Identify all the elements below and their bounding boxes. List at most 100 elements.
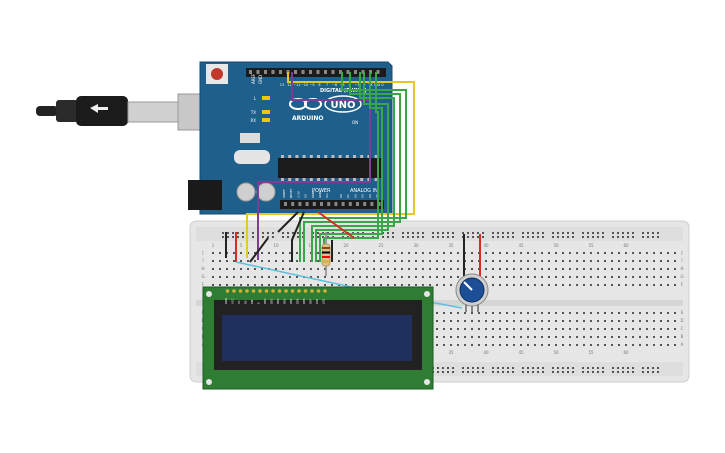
breadboard-hole[interactable] — [462, 371, 464, 373]
breadboard-hole[interactable] — [262, 236, 264, 238]
breadboard-hole[interactable] — [617, 232, 619, 234]
breadboard-hole[interactable] — [652, 232, 654, 234]
breadboard-hole[interactable] — [572, 236, 574, 238]
potentiometer[interactable] — [455, 273, 489, 312]
breadboard-hole[interactable] — [567, 367, 569, 369]
breadboard-hole[interactable] — [625, 344, 627, 346]
breadboard-hole[interactable] — [232, 236, 234, 238]
breadboard-hole[interactable] — [268, 252, 270, 254]
breadboard-hole[interactable] — [513, 252, 515, 254]
breadboard-hole[interactable] — [527, 336, 529, 338]
breadboard-hole[interactable] — [612, 371, 614, 373]
breadboard-hole[interactable] — [485, 268, 487, 270]
breadboard-hole[interactable] — [632, 371, 634, 373]
breadboard-hole[interactable] — [576, 260, 578, 262]
breadboard-hole[interactable] — [450, 344, 452, 346]
breadboard-hole[interactable] — [352, 284, 354, 286]
breadboard-hole[interactable] — [219, 260, 221, 262]
breadboard-hole[interactable] — [499, 344, 501, 346]
breadboard-hole[interactable] — [401, 276, 403, 278]
breadboard-hole[interactable] — [532, 367, 534, 369]
breadboard-hole[interactable] — [576, 268, 578, 270]
breadboard-hole[interactable] — [457, 276, 459, 278]
breadboard-hole[interactable] — [597, 252, 599, 254]
breadboard-hole[interactable] — [442, 236, 444, 238]
breadboard-hole[interactable] — [590, 344, 592, 346]
breadboard-hole[interactable] — [597, 284, 599, 286]
breadboard-hole[interactable] — [660, 276, 662, 278]
breadboard-hole[interactable] — [555, 344, 557, 346]
breadboard-hole[interactable] — [632, 260, 634, 262]
breadboard-hole[interactable] — [289, 268, 291, 270]
breadboard-hole[interactable] — [464, 344, 466, 346]
header-pin[interactable] — [341, 202, 345, 206]
breadboard-hole[interactable] — [452, 371, 454, 373]
breadboard-hole[interactable] — [562, 260, 564, 262]
header-pin[interactable] — [284, 202, 287, 206]
breadboard-hole[interactable] — [667, 252, 669, 254]
wire-black-gnd-2[interactable] — [291, 211, 305, 262]
breadboard-hole[interactable] — [436, 268, 438, 270]
wire-yellow-5v[interactable] — [246, 72, 415, 258]
breadboard-hole[interactable] — [387, 236, 389, 238]
breadboard-hole[interactable] — [492, 276, 494, 278]
header-pin[interactable] — [354, 70, 357, 74]
breadboard-hole[interactable] — [275, 260, 277, 262]
breadboard-hole[interactable] — [429, 252, 431, 254]
breadboard-hole[interactable] — [590, 252, 592, 254]
breadboard-hole[interactable] — [412, 232, 414, 234]
breadboard-hole[interactable] — [583, 320, 585, 322]
breadboard-hole[interactable] — [527, 320, 529, 322]
header-pin[interactable] — [249, 70, 252, 74]
breadboard-hole[interactable] — [422, 268, 424, 270]
breadboard-hole[interactable] — [567, 232, 569, 234]
breadboard-hole[interactable] — [310, 268, 312, 270]
breadboard-hole[interactable] — [499, 268, 501, 270]
breadboard-hole[interactable] — [604, 336, 606, 338]
breadboard-hole[interactable] — [482, 236, 484, 238]
breadboard-hole[interactable] — [562, 232, 564, 234]
breadboard-hole[interactable] — [555, 252, 557, 254]
breadboard-hole[interactable] — [632, 268, 634, 270]
breadboard-hole[interactable] — [590, 260, 592, 262]
breadboard-hole[interactable] — [392, 232, 394, 234]
breadboard-hole[interactable] — [562, 268, 564, 270]
breadboard-hole[interactable] — [618, 312, 620, 314]
breadboard-hole[interactable] — [303, 268, 305, 270]
breadboard-hole[interactable] — [219, 276, 221, 278]
breadboard-hole[interactable] — [502, 236, 504, 238]
breadboard-hole[interactable] — [520, 268, 522, 270]
breadboard-hole[interactable] — [497, 236, 499, 238]
breadboard-hole[interactable] — [436, 312, 438, 314]
breadboard-hole[interactable] — [261, 276, 263, 278]
breadboard-hole[interactable] — [240, 268, 242, 270]
breadboard-hole[interactable] — [653, 344, 655, 346]
breadboard-hole[interactable] — [317, 232, 319, 234]
breadboard-hole[interactable] — [432, 232, 434, 234]
breadboard-hole[interactable] — [443, 320, 445, 322]
breadboard-hole[interactable] — [639, 344, 641, 346]
breadboard-hole[interactable] — [472, 236, 474, 238]
breadboard-hole[interactable] — [415, 268, 417, 270]
breadboard-hole[interactable] — [604, 252, 606, 254]
breadboard-hole[interactable] — [471, 260, 473, 262]
breadboard-hole[interactable] — [513, 312, 515, 314]
breadboard-hole[interactable] — [542, 232, 544, 234]
breadboard-hole[interactable] — [492, 344, 494, 346]
breadboard-hole[interactable] — [492, 268, 494, 270]
breadboard-hole[interactable] — [464, 312, 466, 314]
breadboard-hole[interactable] — [417, 236, 419, 238]
breadboard-hole[interactable] — [590, 276, 592, 278]
lcd-pin[interactable] — [251, 289, 256, 293]
breadboard-hole[interactable] — [247, 284, 249, 286]
breadboard-hole[interactable] — [513, 320, 515, 322]
breadboard-hole[interactable] — [541, 276, 543, 278]
lcd-pin[interactable] — [264, 289, 269, 293]
arduino-uno-board[interactable]: L TX RX ON DIGITAL (PWM~) ARDUINO UNO PO… — [188, 61, 393, 215]
breadboard-hole[interactable] — [452, 236, 454, 238]
breadboard-hole[interactable] — [653, 328, 655, 330]
breadboard-hole[interactable] — [604, 344, 606, 346]
breadboard-hole[interactable] — [499, 252, 501, 254]
breadboard-hole[interactable] — [562, 236, 564, 238]
